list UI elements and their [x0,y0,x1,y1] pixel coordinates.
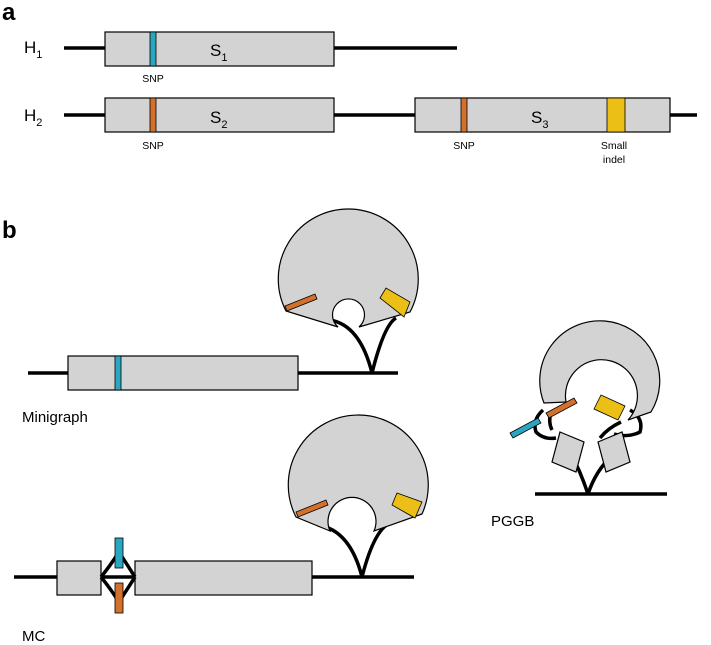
mc-bubble-edge-right [360,521,391,578]
segment-s1-label: S1 [210,41,227,64]
minigraph-snp-orange [284,293,318,312]
snp-marker-orange-s3 [460,97,468,133]
indel-marker-yellow [606,97,626,133]
pggb-graph: PGGB [491,320,667,530]
pggb-node-right [597,431,631,473]
pggb-snp-cyan [509,417,542,439]
segment-s2-label: S2 [210,108,227,131]
pggb-node-left [551,431,585,473]
mc-graph: MC [14,414,429,645]
snp-label-s2: SNP [142,140,164,152]
indel-label-line1: Small [601,140,627,152]
snp-label-s3: SNP [453,140,475,152]
segment-s1 [104,31,335,67]
pggb-indel-yellow [593,394,626,421]
pggb-loop-left-outer [533,408,557,441]
indel-label-line2: indel [603,154,625,166]
segment-s3 [414,97,671,133]
minigraph-snp-cyan [114,355,122,391]
mc-node-right [134,560,313,596]
mc-bubble-edge-left [317,523,364,578]
minigraph-bubble-edge-left [329,318,374,374]
snp-marker-orange-s2 [149,97,157,133]
minigraph-graph: Minigraph [22,208,419,426]
segment-s2 [104,97,335,133]
panel-b-label: b [2,217,17,244]
segment-s3-label: S3 [531,108,548,131]
minigraph-bubble-edge-right [370,316,398,374]
haplotype-1-label: H1 [24,38,42,61]
minigraph-indel-yellow [379,287,411,318]
mc-node-left [56,560,102,596]
minigraph-label: Minigraph [22,409,88,426]
mc-snp-cyan [114,537,124,569]
pggb-snp-orange [545,397,578,419]
mc-label: MC [22,628,45,645]
pggb-node-s3 [539,320,661,421]
minigraph-node-s1-s2 [67,355,299,391]
mc-snp-orange-s3 [295,499,329,518]
panel-a-label: a [2,0,16,26]
mc-snp-orange [114,582,124,614]
mc-indel-yellow [391,492,423,519]
haplotype-2-label: H2 [24,106,42,129]
pggb-loop-right-inner [598,420,622,440]
snp-marker-cyan [149,31,157,67]
snp-label-s1: SNP [142,73,164,85]
pggb-label: PGGB [491,513,534,530]
